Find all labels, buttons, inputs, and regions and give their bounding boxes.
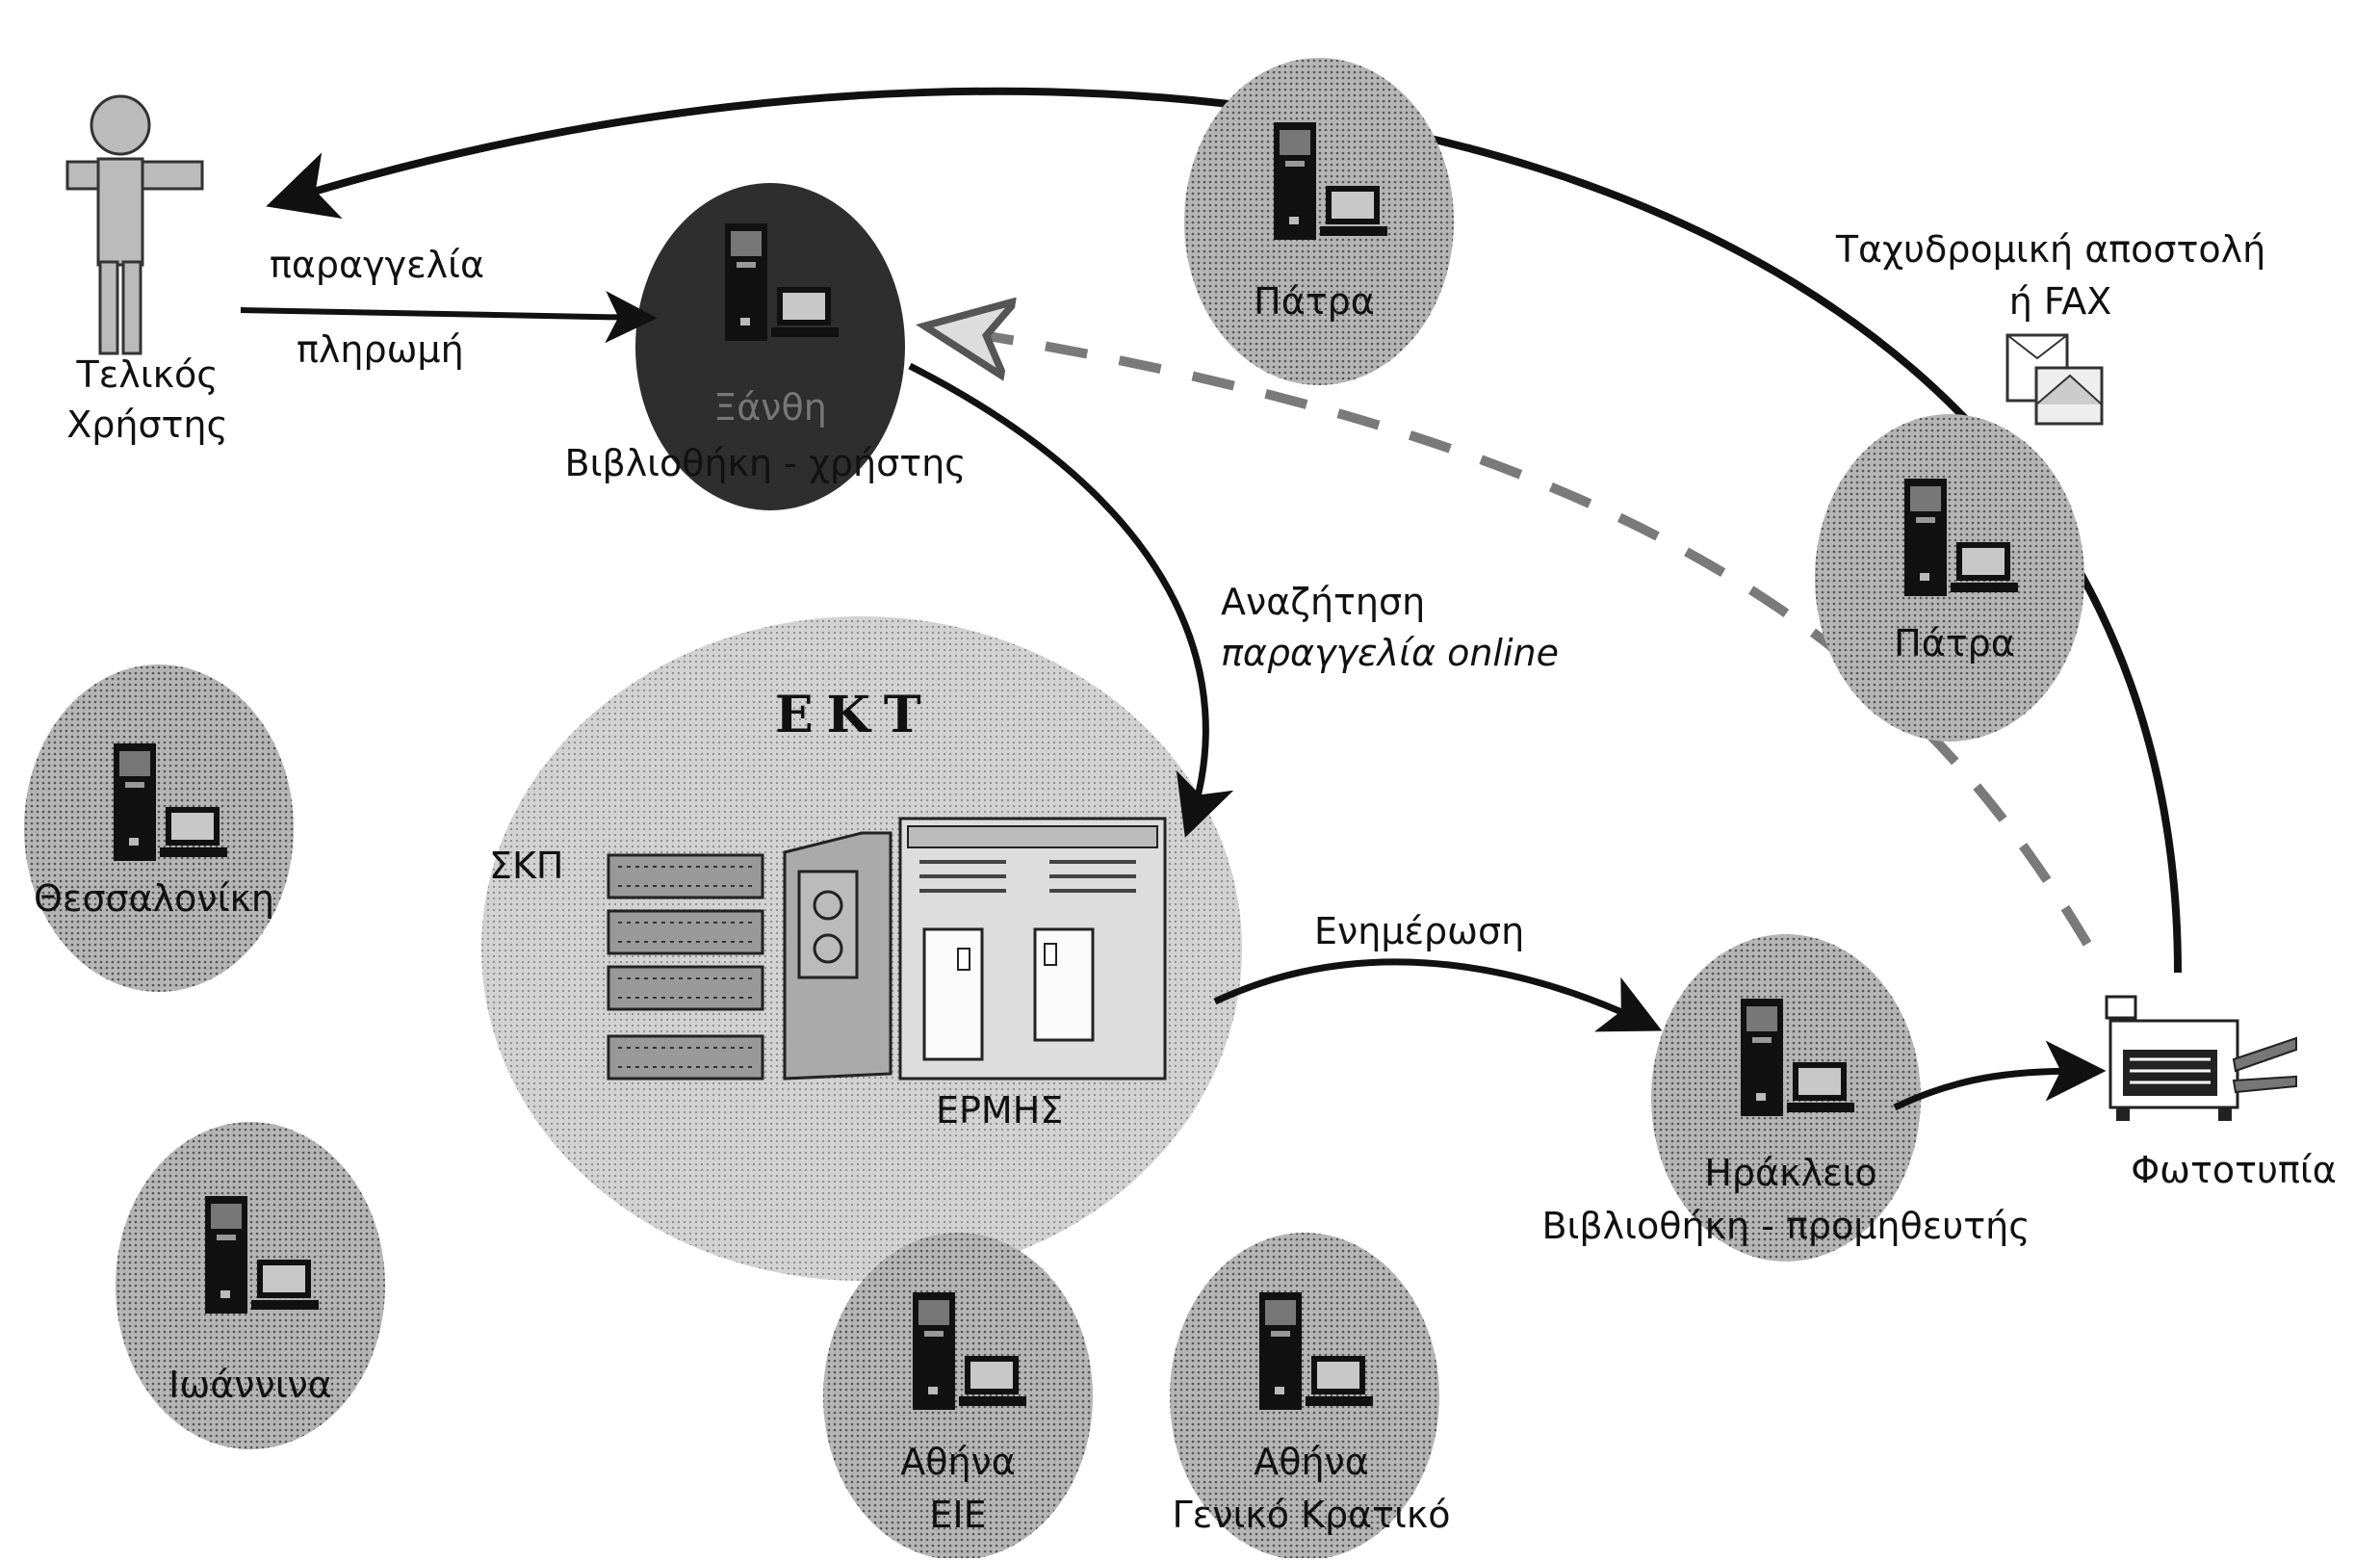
node-irakleio bbox=[1651, 934, 1921, 1262]
skp-tower bbox=[783, 831, 892, 1080]
athina-eie-label-line2: ΕΙΕ bbox=[929, 1494, 987, 1536]
search-label-line1: Αναζήτηση bbox=[1221, 581, 1426, 623]
ermis-mainframe bbox=[898, 817, 1167, 1080]
ermis-label: ΕΡΜΗΣ bbox=[936, 1089, 1064, 1132]
copy-arrow bbox=[1893, 1040, 2107, 1111]
node-ioannina bbox=[116, 1122, 385, 1449]
user-label-line1: Τελικός bbox=[76, 353, 219, 396]
order-arrow bbox=[240, 291, 658, 344]
payment-label: πληρωμή bbox=[297, 328, 464, 371]
node-patra-top bbox=[1184, 58, 1454, 385]
delivery-arc bbox=[266, 87, 2182, 974]
node-athina-gk bbox=[1170, 1233, 1439, 1560]
thessaloniki-label: Θεσσαλονίκη bbox=[34, 877, 274, 920]
irakleio-label-line2: Βιβλιοθήκη - προμηθευτής bbox=[1541, 1205, 2031, 1247]
athina-eie-label-line1: Αθήνα bbox=[900, 1441, 1016, 1483]
search-label-line2: παραγγελία online bbox=[1221, 632, 1559, 674]
irakleio-label-line1: Ηράκλειο bbox=[1704, 1152, 1877, 1194]
patra-top-label: Πάτρα bbox=[1254, 280, 1375, 323]
athina-gk-label-line2: Γενικό Κρατικό bbox=[1172, 1494, 1451, 1536]
node-thessaloniki bbox=[24, 664, 294, 992]
node-xanthi bbox=[635, 183, 905, 510]
update-label: Ενημέρωση bbox=[1314, 910, 1525, 952]
skp-server-rack bbox=[607, 853, 764, 1080]
patra-right-label: Πάτρα bbox=[1894, 622, 2015, 664]
user-label-line2: Χρήστης bbox=[66, 404, 228, 446]
search-arrow bbox=[908, 362, 1234, 838]
update-arrow bbox=[1213, 958, 1663, 1032]
mail-label-line2: ή FAX bbox=[2008, 280, 2112, 323]
ioannina-label: Ιωάννινα bbox=[168, 1364, 332, 1406]
xanthi-label-line1: Ξάνθη bbox=[713, 386, 827, 429]
node-athina-eie bbox=[823, 1233, 1093, 1560]
mail-label-line1: Ταχυδρομική αποστολή bbox=[1835, 228, 2266, 271]
athina-gk-label-line1: Αθήνα bbox=[1254, 1441, 1369, 1483]
envelope-icon bbox=[2005, 333, 2104, 426]
photocopy-label: Φωτοτυπία bbox=[2131, 1149, 2337, 1191]
ekt-title: ΕΚΤ bbox=[775, 686, 935, 744]
node-patra-right bbox=[1815, 414, 2084, 742]
person-icon bbox=[65, 94, 204, 355]
xanthi-label-line2: Βιβλιοθήκη - χρήστης bbox=[564, 442, 967, 484]
skp-label: ΣΚΠ bbox=[489, 845, 564, 887]
order-label: παραγγελία bbox=[270, 244, 485, 286]
photocopier-icon bbox=[2105, 995, 2297, 1121]
